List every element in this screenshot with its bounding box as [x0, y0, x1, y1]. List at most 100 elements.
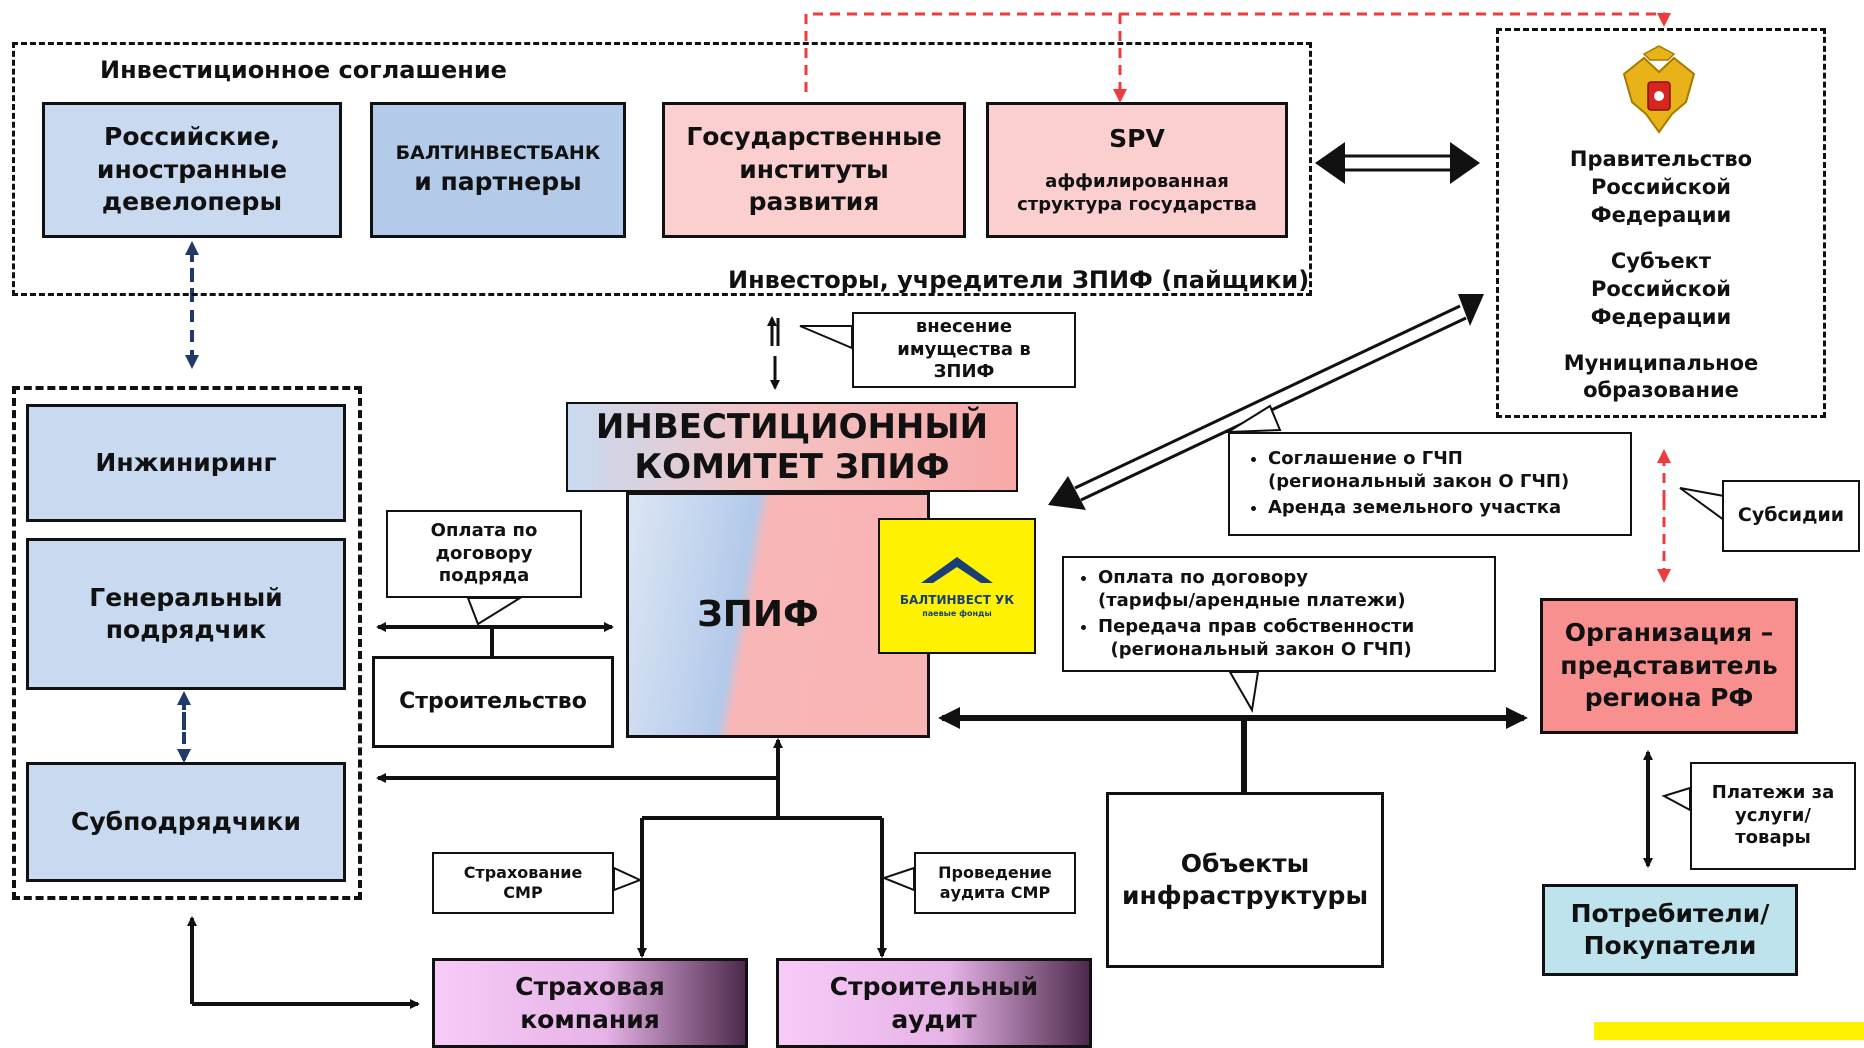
- infrastructure-box: Объекты инфраструктуры: [1106, 792, 1384, 968]
- municipal-line-1: Муниципальное: [1563, 350, 1759, 375]
- state-institutes-line-2: институты: [739, 154, 889, 184]
- general-contractor-box: Генеральный подрядчик: [26, 538, 346, 690]
- contract-payment-line-3: подряда: [438, 565, 530, 587]
- bank-line-1: БАЛТИНВЕСТБАНК: [395, 142, 601, 165]
- property-line-3: ЗПИФ: [933, 361, 995, 383]
- audit-smr-callout: Проведение аудита СМР: [914, 852, 1076, 914]
- corner-tag: [1594, 1022, 1864, 1040]
- investors-caption: Инвесторы, учредители ЗПИФ (пайщики): [728, 266, 1310, 294]
- payments-line-3: товары: [1735, 827, 1811, 849]
- construction-audit-line-1: Строительный: [829, 972, 1039, 1001]
- construction-label: Строительство: [399, 688, 587, 714]
- infrastructure-line-1: Объекты: [1180, 848, 1310, 878]
- developers-line-1: Российские,: [104, 122, 280, 152]
- property-callout: внесение имущества в ЗПИФ: [852, 312, 1076, 388]
- state-institutes-line-3: развития: [748, 187, 880, 217]
- government-line-2: Российской: [1591, 174, 1731, 199]
- fund-bottom-connector: [376, 738, 887, 958]
- double-arrow-spv-government: [1315, 142, 1480, 184]
- fund-label: ЗПИФ: [697, 593, 819, 635]
- gchp-item-2: Аренда земельного участка: [1268, 497, 1569, 520]
- developers-box: Российские, иностранные девелоперы: [42, 102, 342, 238]
- audit-smr-line-2: аудита СМР: [939, 883, 1051, 902]
- insurance-company-line-1: Страховая: [515, 972, 665, 1001]
- bank-box: БАЛТИНВЕСТБАНК и партнеры: [370, 102, 626, 238]
- spv-subtitle-2: структура государства: [1017, 194, 1257, 216]
- developers-line-3: девелоперы: [101, 187, 283, 217]
- spv-title: SPV: [1109, 124, 1165, 154]
- government-text: Правительство Российской Федерации Субъе…: [1500, 146, 1822, 405]
- engineering-box: Инжиниринг: [26, 404, 346, 522]
- subcontractors-box: Субподрядчики: [26, 762, 346, 882]
- state-institutes-line-1: Государственные: [686, 122, 942, 152]
- investment-agreement-title: Инвестиционное соглашение: [100, 56, 507, 84]
- construction-audit-line-2: аудит: [891, 1004, 977, 1034]
- government-line-1: Правительство: [1569, 147, 1753, 171]
- insurance-smr-line-2: СМР: [503, 883, 543, 902]
- spv-subtitle-1: аффилированная: [1045, 170, 1229, 192]
- property-arrows: [767, 316, 780, 390]
- developers-line-2: иностранные: [96, 154, 288, 184]
- subsidies-callout: Субсидии: [1722, 480, 1860, 552]
- double-arrow-government-fund: [1048, 294, 1484, 510]
- insurance-company-box: Страховая компания: [432, 958, 748, 1048]
- subcontractors-label: Субподрядчики: [70, 806, 302, 836]
- gchp-item-1: Соглашение о ГЧП(региональный закон О ГЧ…: [1268, 448, 1569, 493]
- investment-committee-box: ИНВЕСТИЦИОННЫЙ КОМИТЕТ ЗПИФ: [566, 402, 1018, 492]
- tariffs-item-2: Передача прав собственности (региональны…: [1098, 616, 1414, 661]
- logo-sub: паевые фонды: [922, 608, 992, 618]
- subject-line-2: Российской: [1591, 276, 1731, 301]
- construction-connector: [376, 622, 614, 656]
- payments-line-2: услуги/: [1735, 804, 1811, 826]
- contractors-group: [12, 386, 362, 900]
- payments-callout: Платежи за услуги/ товары: [1690, 762, 1856, 870]
- state-institutes-box: Государственные институты развития: [662, 102, 966, 238]
- insurance-smr-callout: Страхование СМР: [432, 852, 614, 914]
- construction-audit-box: Строительный аудит: [776, 958, 1092, 1048]
- insurance-company-line-2: компания: [520, 1004, 660, 1034]
- investment-agreement-group: [12, 42, 1312, 296]
- tariffs-callout: Оплата по договору(тарифы/арендные плате…: [1062, 556, 1496, 672]
- logo-name: БАЛТИНВЕСТ УК: [899, 593, 1015, 607]
- subject-line-3: Федерации: [1590, 304, 1732, 329]
- region-org-line-3: региона РФ: [1584, 683, 1754, 713]
- government-group: [1496, 28, 1826, 418]
- committee-line-2: КОМИТЕТ ЗПИФ: [634, 447, 950, 487]
- red-dashed-top-connector: [804, 12, 1671, 103]
- consumers-line-2: Покупатели: [1583, 931, 1757, 960]
- region-org-box: Организация – представитель региона РФ: [1540, 598, 1798, 734]
- bank-line-2: и партнеры: [414, 167, 582, 197]
- consumers-line-1: Потребители/: [1570, 898, 1770, 928]
- property-line-2: имущества в: [897, 338, 1031, 360]
- fund-region-connector: [938, 707, 1528, 792]
- government-line-3: Федерации: [1590, 202, 1732, 227]
- audit-smr-line-1: Проведение: [938, 863, 1052, 882]
- contract-payment-line-1: Оплата по: [430, 520, 538, 542]
- general-contractor-line-1: Генеральный: [89, 582, 283, 612]
- contractors-insurance-connector: [187, 916, 420, 1009]
- municipal-line-2: образование: [1583, 378, 1739, 403]
- subject-line-1: Субъект: [1610, 248, 1712, 273]
- property-line-1: внесение: [915, 316, 1013, 338]
- contract-payment-line-2: договору: [435, 542, 533, 564]
- contract-payment-callout: Оплата по договору подряда: [386, 510, 582, 598]
- tariffs-item-1: Оплата по договору(тарифы/арендные плате…: [1098, 567, 1414, 612]
- baltinvest-logo: БАЛТИНВЕСТ УК паевые фонды: [878, 518, 1036, 654]
- engineering-label: Инжиниринг: [95, 447, 277, 477]
- region-org-line-2: представитель: [1560, 650, 1778, 680]
- infrastructure-line-2: инфраструктуры: [1121, 881, 1369, 910]
- committee-line-1: ИНВЕСТИЦИОННЫЙ: [595, 406, 989, 447]
- gchp-callout: Соглашение о ГЧП(региональный закон О ГЧ…: [1228, 432, 1632, 536]
- logo-mountain-icon: [921, 557, 993, 583]
- construction-box: Строительство: [372, 656, 614, 748]
- spv-box: SPV аффилированная структура государства: [986, 102, 1288, 238]
- insurance-smr-line-1: Страхование: [463, 863, 583, 882]
- russian-coat-of-arms-icon: [1614, 44, 1704, 136]
- general-contractor-line-2: подрядчик: [105, 615, 267, 644]
- consumers-box: Потребители/ Покупатели: [1542, 884, 1798, 976]
- payments-line-1: Платежи за: [1711, 782, 1835, 804]
- subsidies-label: Субсидии: [1737, 504, 1845, 527]
- region-org-line-1: Организация –: [1564, 618, 1774, 648]
- callout-pointers: [466, 325, 1725, 892]
